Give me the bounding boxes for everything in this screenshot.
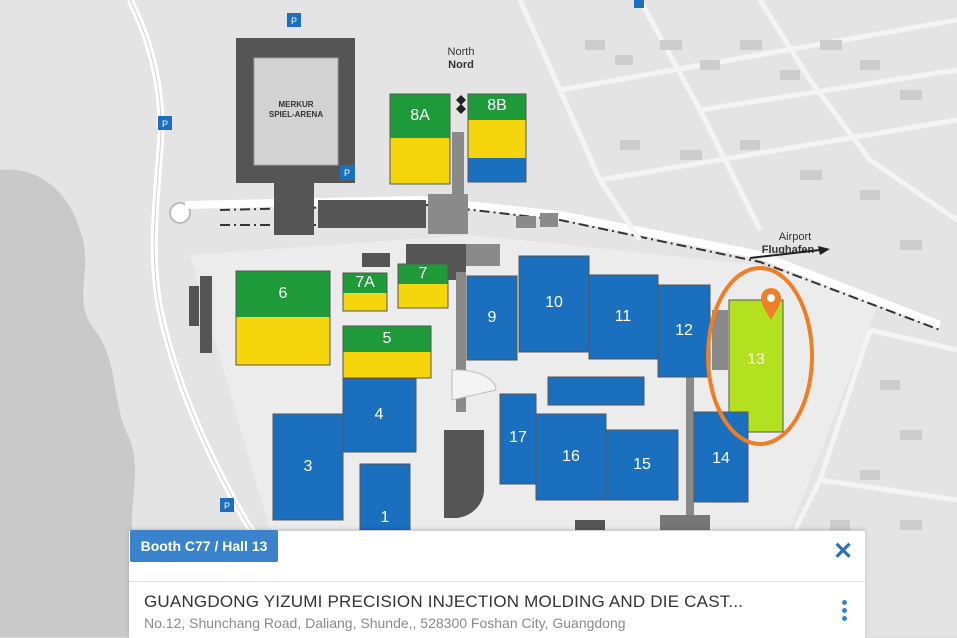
arena-label-line1: MERKUR xyxy=(278,100,313,109)
svg-text:15: 15 xyxy=(633,456,651,473)
hall-13-highlight xyxy=(706,266,814,446)
hall-13[interactable]: 13 xyxy=(728,299,784,433)
hall-3[interactable]: 3 xyxy=(272,413,344,521)
svg-text:P: P xyxy=(344,168,350,178)
svg-text:6: 6 xyxy=(279,285,288,302)
svg-text:8A: 8A xyxy=(410,107,430,124)
svg-text:7A: 7A xyxy=(355,274,375,291)
parking-marker-edge xyxy=(634,0,644,8)
exhibitor-name[interactable]: GUANGDONG YIZUMI PRECISION INJECTION MOL… xyxy=(144,592,744,611)
svg-text:9: 9 xyxy=(488,309,497,326)
svg-text:P: P xyxy=(162,119,168,129)
airport-label: Airport xyxy=(779,231,811,243)
more-options-icon[interactable] xyxy=(838,600,850,624)
hall-12[interactable]: 12 xyxy=(657,284,711,378)
north-label: North xyxy=(448,46,475,58)
svg-text:8B: 8B xyxy=(487,97,507,114)
hall-10[interactable]: 10 xyxy=(518,255,590,353)
svg-text:P: P xyxy=(291,16,297,26)
hall-16[interactable]: 16 xyxy=(535,413,607,501)
hall-9[interactable]: 9 xyxy=(466,275,518,361)
svg-text:10: 10 xyxy=(545,294,563,311)
svg-text:4: 4 xyxy=(375,406,384,423)
panel-divider xyxy=(129,581,865,582)
location-pin-icon xyxy=(761,288,781,320)
close-icon[interactable]: ✕ xyxy=(832,538,854,565)
exhibitor-address: No.12, Shunchang Road, Daliang, Shunde,,… xyxy=(144,615,626,631)
hall-7[interactable]: 7 xyxy=(397,263,449,309)
svg-text:P: P xyxy=(224,501,230,511)
congress-building xyxy=(547,376,645,406)
hall-6[interactable]: 6 xyxy=(235,270,331,366)
svg-text:11: 11 xyxy=(615,308,632,325)
svg-text:5: 5 xyxy=(383,330,392,347)
svg-text:16: 16 xyxy=(562,448,580,465)
hall-1[interactable]: 1 xyxy=(359,463,411,531)
svg-text:17: 17 xyxy=(509,429,527,446)
parking-marker-top[interactable]: P xyxy=(287,13,301,27)
booth-hall-tab[interactable]: Booth C77 / Hall 13 xyxy=(130,530,278,562)
svg-text:12: 12 xyxy=(675,322,693,339)
arena-label-line2: SPIEL-ARENA xyxy=(269,110,323,119)
parking-icon xyxy=(340,165,355,180)
svg-text:3: 3 xyxy=(304,458,313,475)
hall-15[interactable]: 15 xyxy=(605,429,679,501)
hall-5[interactable]: 5 xyxy=(342,325,432,379)
nord-label: Nord xyxy=(448,59,474,71)
hall-11[interactable]: 11 xyxy=(588,274,659,360)
merkur-spiel-arena: MERKUR SPIEL-ARENA xyxy=(236,38,355,183)
svg-text:1: 1 xyxy=(381,509,390,526)
hall-17[interactable]: 17 xyxy=(499,393,537,485)
hall-8a[interactable]: 8A xyxy=(389,93,451,185)
parking-marker-left[interactable]: P xyxy=(158,116,172,130)
hall-14[interactable]: 14 xyxy=(693,411,749,503)
svg-text:13: 13 xyxy=(747,351,765,368)
hall-4[interactable]: 4 xyxy=(342,378,417,453)
hall-8b[interactable]: 8B xyxy=(467,93,527,183)
parking-marker-bottom[interactable]: P xyxy=(220,498,234,512)
hall-7a[interactable]: 7A xyxy=(342,272,388,312)
svg-text:7: 7 xyxy=(419,265,428,282)
svg-text:14: 14 xyxy=(712,450,730,467)
